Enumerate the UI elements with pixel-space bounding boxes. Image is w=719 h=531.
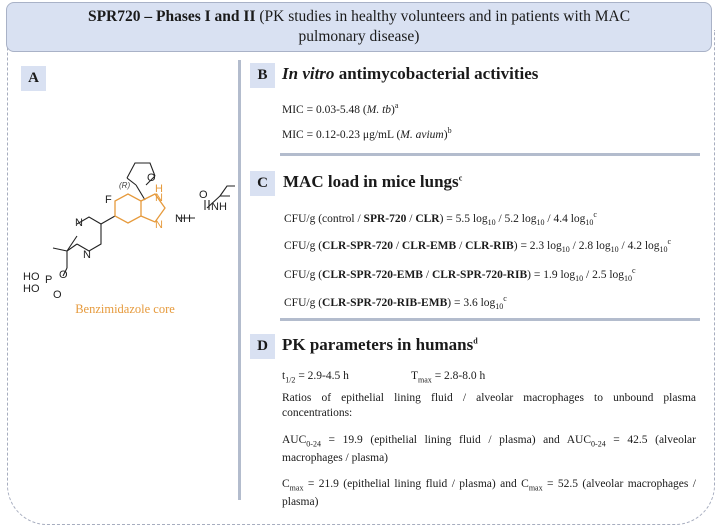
benzimidazole-core-caption: Benzimidazole core	[75, 302, 175, 316]
cfu-line-4: CFU/g (CLR-SPR-720-RIB-EMB) = 3.6 log10c	[284, 294, 507, 312]
title-rest: (PK studies in healthy volunteers and in…	[255, 8, 631, 25]
cmax-line: Cmax = 21.9 (epithelial lining fluid / p…	[282, 478, 696, 509]
svg-text:O: O	[199, 189, 208, 201]
divider-b-c	[280, 153, 700, 156]
panel-d-title: PK parameters in humansd	[282, 335, 478, 354]
svg-text:N: N	[155, 219, 163, 231]
svg-text:H: H	[155, 183, 163, 195]
mic-avium-line: MIC = 0.12-0.23 μg/mL (M. avium)b	[282, 126, 452, 141]
svg-text:HO: HO	[23, 271, 40, 283]
panel-d-label: D	[250, 334, 275, 359]
cfu-line-2: CFU/g (CLR-SPR-720 / CLR-EMB / CLR-RIB) …	[284, 237, 672, 255]
svg-text:NH: NH	[211, 201, 227, 213]
title-bold: SPR720 – Phases I and II	[87, 8, 256, 25]
svg-text:NH: NH	[175, 213, 191, 225]
mic-tb-line: MIC = 0.03-5.48 (M. tb)a	[282, 101, 399, 116]
svg-text:O: O	[147, 172, 156, 184]
svg-text:N: N	[75, 217, 83, 229]
svg-text:N: N	[83, 249, 91, 261]
svg-text:P: P	[45, 274, 52, 286]
t-half-value: t1/2 = 2.9-4.5 h	[282, 370, 349, 385]
svg-text:O: O	[59, 269, 68, 281]
panel-b-title-rest: antimycobacterial activities	[334, 64, 539, 83]
outer-dashed-frame	[7, 30, 715, 525]
svg-text:N: N	[155, 192, 163, 204]
panel-c-label: C	[250, 171, 275, 196]
ratios-intro: Ratios of epithelial lining fluid / alve…	[282, 392, 696, 419]
cfu-line-3: CFU/g (CLR-SPR-720-EMB / CLR-SPR-720-RIB…	[284, 266, 636, 284]
divider-c-d	[280, 318, 700, 321]
panel-b-title-italic: In vitro	[282, 64, 335, 83]
auc-line: AUC0-24 = 19.9 (epithelial lining fluid …	[282, 434, 696, 465]
cfu-line-1: CFU/g (control / SPR-720 / CLR) = 5.5 lo…	[284, 210, 597, 228]
panel-b-title: In vitro antimycobacterial activities	[282, 64, 538, 84]
title-line2: pulmonary disease)	[298, 28, 420, 45]
panel-separator	[238, 60, 241, 500]
svg-text:F: F	[105, 194, 112, 206]
svg-text:O: O	[53, 289, 62, 298]
spr720-structure-diagram: F O O NH NH N N HO P O HO O H N N (R)	[23, 162, 235, 298]
svg-text:HO: HO	[23, 283, 40, 295]
panel-a-label: A	[21, 66, 46, 91]
panel-c-title: MAC load in mice lungsc	[283, 172, 463, 191]
page-title: SPR720 – Phases I and II (PK studies in …	[6, 2, 712, 52]
panel-b-label: B	[250, 63, 275, 88]
t-max-value: Tmax = 2.8-8.0 h	[411, 370, 486, 385]
svg-text:(R): (R)	[119, 181, 130, 190]
